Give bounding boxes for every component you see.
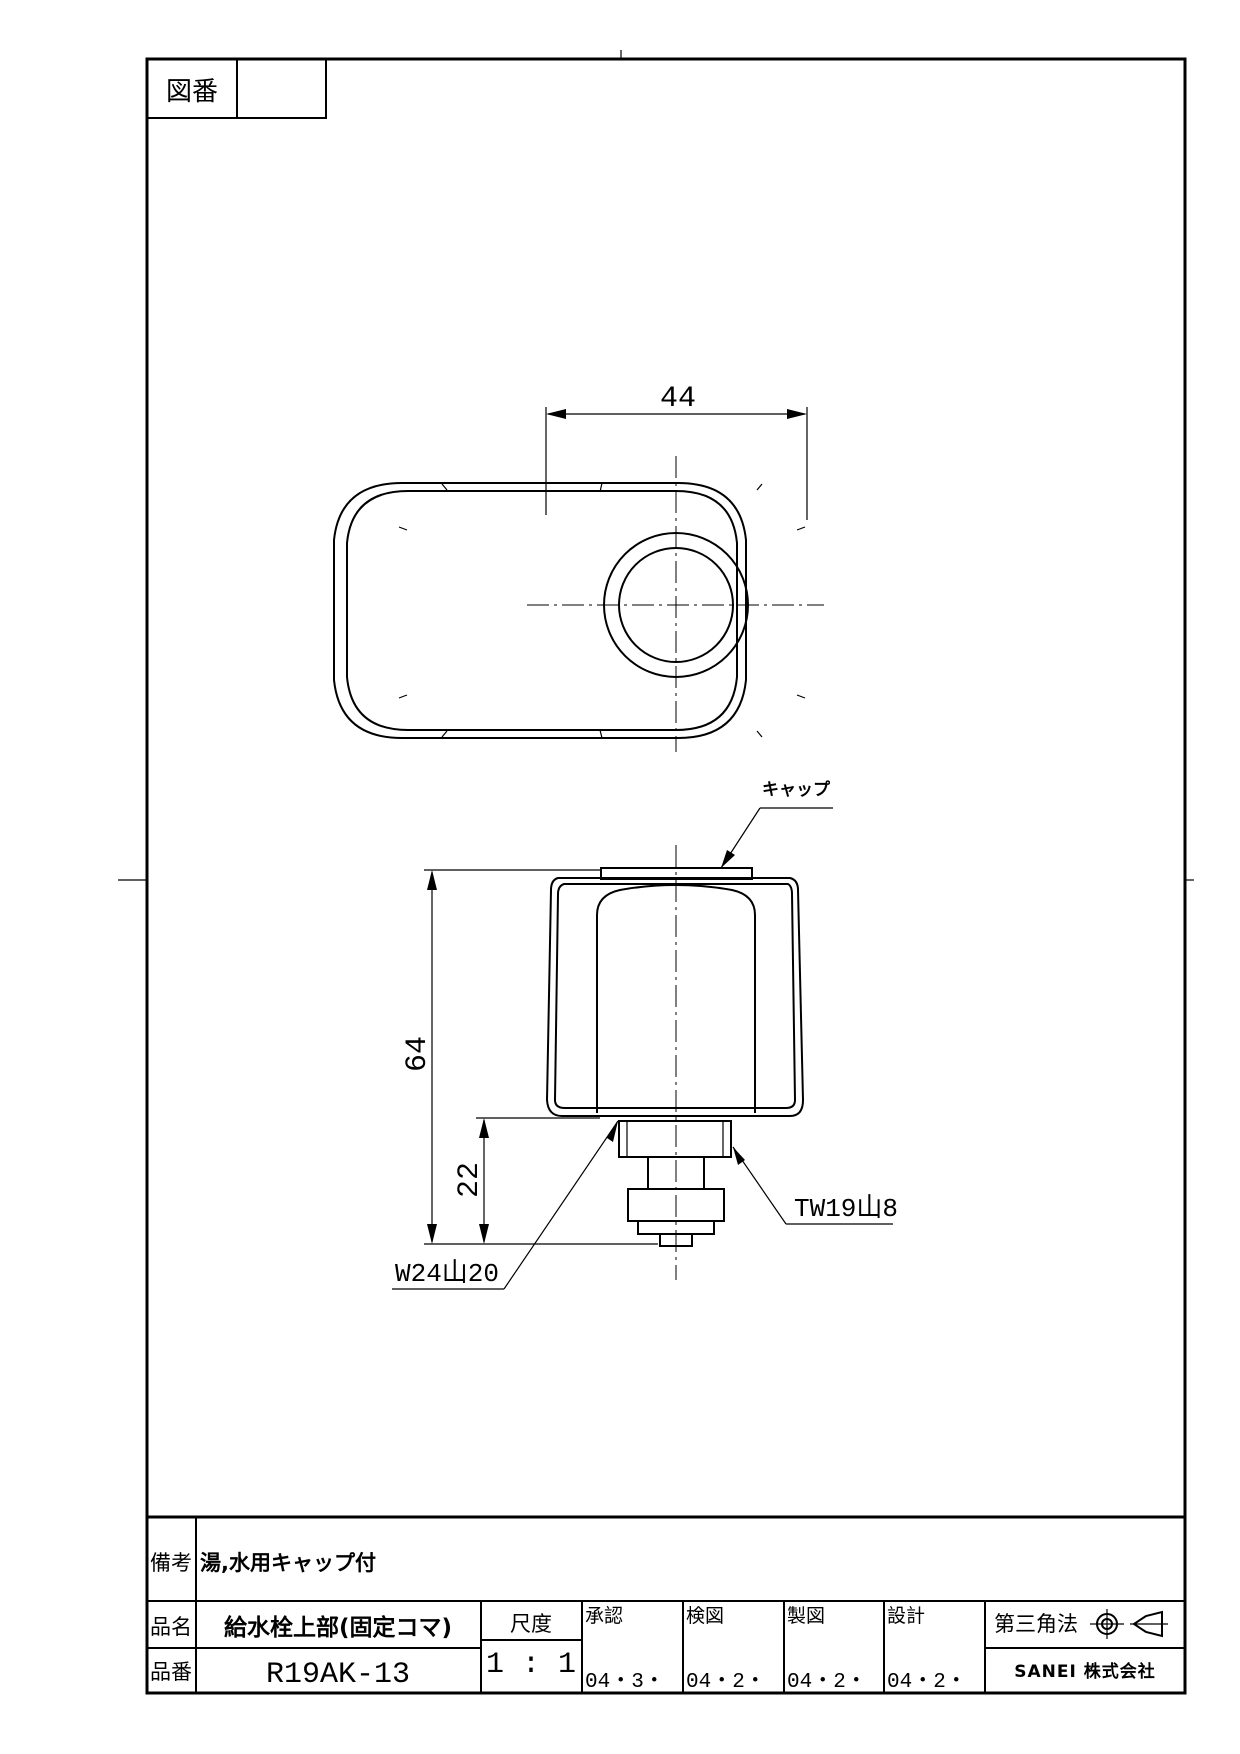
remarks-value: 湯,水用キャップ付 bbox=[200, 1551, 376, 1575]
cap-callout-label: キャップ bbox=[762, 779, 831, 800]
height-dimension: 64 bbox=[401, 869, 658, 1245]
top-view: 44 bbox=[333, 382, 824, 752]
projection-label: 第三角法 bbox=[994, 1612, 1078, 1636]
stem-length-dimension: 22 bbox=[453, 1117, 600, 1244]
drawing-date: 04・2・ bbox=[787, 1671, 867, 1694]
thread-lower-callout: W24山20 bbox=[392, 1120, 619, 1290]
scale-value: 1 : 1 bbox=[486, 1648, 576, 1682]
stem-length-dimension-value: 22 bbox=[453, 1162, 487, 1198]
width-dimension-value: 44 bbox=[660, 382, 696, 416]
top-view-inner-outline bbox=[346, 490, 738, 731]
title-block: 備考 湯,水用キャップ付 品名 給水栓上部(固定コマ) 品番 R19AK-13 … bbox=[147, 1515, 1185, 1694]
width-dimension: 44 bbox=[545, 382, 808, 520]
front-view-thread-upper bbox=[618, 1120, 732, 1158]
product-name-value: 給水栓上部(固定コマ) bbox=[224, 1614, 452, 1641]
thread-lower-label: W24山20 bbox=[395, 1258, 499, 1289]
front-view: キャップ 64 22 bbox=[392, 779, 898, 1290]
front-view-handle-inner bbox=[553, 883, 797, 1109]
design-date: 04・2・ bbox=[887, 1671, 967, 1694]
third-angle-projection-icon bbox=[1090, 1609, 1168, 1639]
check-label: 検図 bbox=[686, 1605, 724, 1627]
approval-label: 承認 bbox=[585, 1605, 623, 1627]
drawing-label: 製図 bbox=[787, 1605, 825, 1627]
company-name: SANEI 株式会社 bbox=[1014, 1661, 1155, 1682]
thread-upper-label: TW19山8 bbox=[794, 1193, 898, 1224]
sheet-border bbox=[145, 57, 1187, 1695]
top-view-outer-outline bbox=[333, 482, 747, 739]
design-label: 設計 bbox=[887, 1605, 925, 1627]
remarks-label: 備考 bbox=[150, 1551, 192, 1575]
product-number-label: 品番 bbox=[150, 1660, 192, 1684]
figure-number-label: 図番 bbox=[166, 77, 218, 107]
top-view-facets bbox=[398, 482, 806, 739]
check-date: 04・2・ bbox=[686, 1671, 766, 1694]
product-number-value: R19AK-13 bbox=[266, 1658, 410, 1692]
approval-date: 04・3・ bbox=[585, 1671, 665, 1694]
product-name-label: 品名 bbox=[150, 1615, 192, 1639]
cap-callout: キャップ bbox=[720, 779, 833, 869]
front-view-handle-outer bbox=[545, 877, 805, 1117]
figure-number-box: 図番 bbox=[146, 58, 327, 119]
height-dimension-value: 64 bbox=[401, 1036, 435, 1072]
thread-upper-callout: TW19山8 bbox=[732, 1146, 898, 1225]
scale-label: 尺度 bbox=[510, 1612, 552, 1636]
